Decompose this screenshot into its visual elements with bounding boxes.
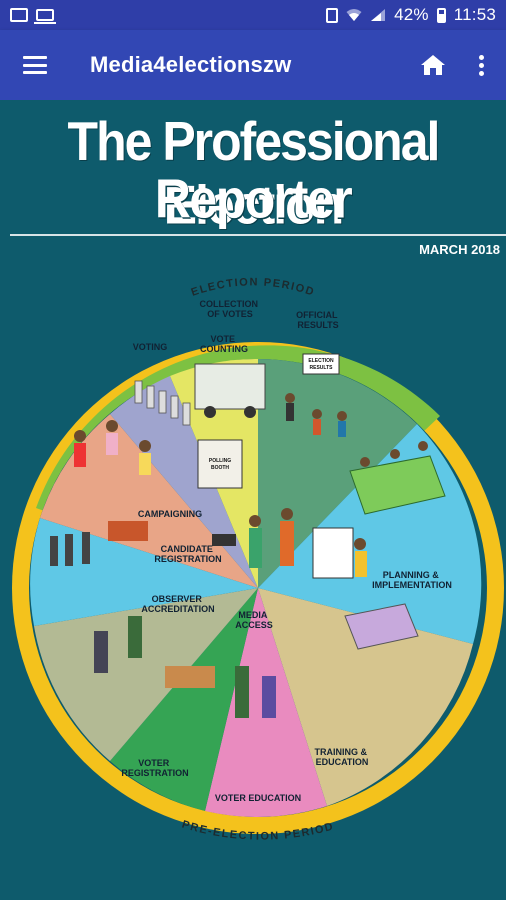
app-bar: Media4electionszw bbox=[0, 30, 506, 100]
poster-title-line1: The Professional Election bbox=[67, 110, 441, 236]
label-observer: OBSERVER ACCREDITATION bbox=[141, 594, 214, 614]
observer-figure bbox=[94, 631, 108, 673]
menu-button[interactable] bbox=[0, 30, 70, 100]
label-voter-education: VOTER EDUCATION bbox=[215, 793, 301, 803]
segment-official-results bbox=[258, 359, 417, 588]
label-candidate: CANDIDATE REGISTRATION bbox=[154, 544, 221, 564]
election-results-sign bbox=[302, 353, 340, 375]
more-vert-icon bbox=[478, 52, 484, 79]
label-official-results: OFFICIAL RESULTS bbox=[296, 310, 340, 330]
election-cycle-wheel: ELECTION PERIOD PRE-ELECTION PERIOD ELEC… bbox=[12, 276, 504, 843]
truck-illustration bbox=[194, 363, 266, 410]
segment-observer bbox=[34, 588, 258, 761]
voter-registration-desk bbox=[165, 666, 215, 688]
poster-title-line2: Reporter bbox=[154, 168, 353, 230]
hamburger-menu-icon bbox=[23, 56, 47, 74]
polling-booth bbox=[197, 439, 243, 489]
label-campaigning: CAMPAIGNING bbox=[138, 509, 202, 519]
home-button[interactable] bbox=[410, 30, 456, 100]
label-voter-registration: VOTER REGISTRATION bbox=[121, 758, 188, 778]
ring-label-election-period: ELECTION PERIOD bbox=[190, 276, 317, 299]
tv-camera bbox=[212, 534, 236, 546]
svg-text:BOOTH: BOOTH bbox=[211, 465, 229, 471]
home-icon bbox=[421, 55, 445, 75]
clock: 11:53 bbox=[453, 5, 496, 24]
image-notification-icon bbox=[10, 8, 28, 22]
more-options-button[interactable] bbox=[456, 30, 506, 100]
registration-desk bbox=[108, 521, 148, 541]
segment-training bbox=[258, 588, 473, 806]
svg-text:RESULTS: RESULTS bbox=[310, 365, 334, 371]
segment-campaigning bbox=[40, 414, 258, 588]
label-collection: COLLECTION OF VOTES bbox=[199, 299, 260, 319]
reporter-figure bbox=[249, 528, 262, 568]
battery-icon bbox=[436, 7, 446, 23]
label-training: TRAINING & EDUCATION bbox=[314, 747, 369, 767]
svg-text:ELECTION: ELECTION bbox=[308, 358, 334, 364]
educator-figure bbox=[235, 666, 249, 718]
label-planning: PLANNING & IMPLEMENTATION bbox=[372, 570, 452, 590]
title-divider bbox=[10, 234, 506, 236]
label-voting: VOTING bbox=[133, 342, 168, 352]
battery-percent: 42% bbox=[394, 5, 429, 24]
illustrations: ELECTION RESULTS POLLING BOOTH bbox=[50, 353, 446, 718]
label-vote-counting: VOTE COUNTING bbox=[200, 334, 248, 354]
wifi-icon bbox=[346, 9, 362, 21]
status-bar: 42% 11:53 bbox=[0, 0, 506, 30]
segment-voter-registration bbox=[110, 588, 258, 811]
poster-content: The Professional Election Reporter MARCH… bbox=[0, 100, 506, 900]
laptop-notification-icon bbox=[34, 9, 56, 24]
label-media-access: MEDIA ACCESS bbox=[235, 610, 273, 630]
sim-lock-icon bbox=[326, 7, 339, 23]
segment-labels: COLLECTION OF VOTES VOTE COUNTING OFFICI… bbox=[121, 299, 452, 803]
svg-text:POLLING: POLLING bbox=[209, 458, 231, 464]
app-title: Media4electionszw bbox=[90, 52, 292, 77]
planning-table bbox=[349, 455, 446, 515]
signal-icon bbox=[371, 9, 386, 21]
flip-chart bbox=[312, 527, 354, 579]
training-desk bbox=[344, 603, 419, 650]
poster-date: MARCH 2018 bbox=[419, 242, 500, 257]
